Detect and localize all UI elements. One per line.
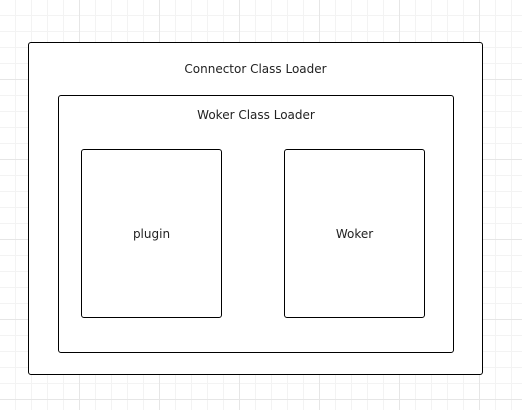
worker-class-loader-label: Woker Class Loader — [197, 108, 315, 122]
connector-class-loader-label: Connector Class Loader — [184, 62, 327, 76]
plugin-box[interactable]: plugin — [81, 149, 222, 318]
plugin-label: plugin — [132, 227, 171, 241]
worker-label: Woker — [335, 227, 374, 241]
worker-box[interactable]: Woker — [284, 149, 425, 318]
